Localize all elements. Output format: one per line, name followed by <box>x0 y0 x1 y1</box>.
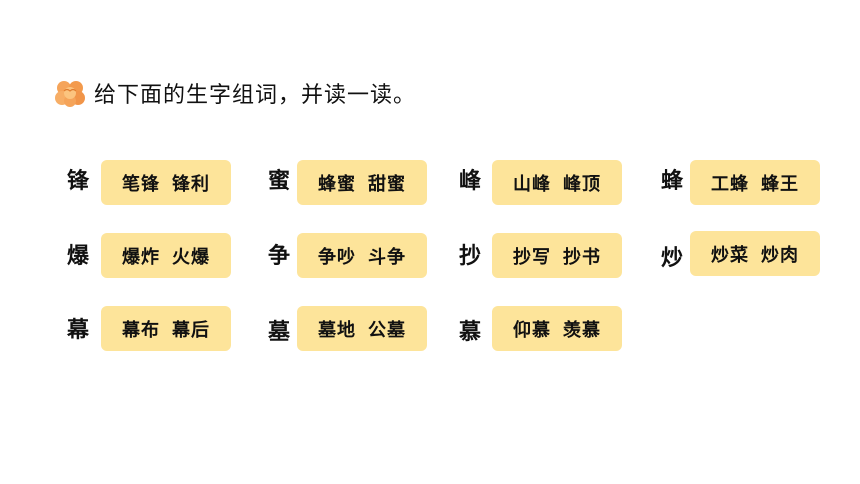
word: 斗争 <box>368 246 406 268</box>
flower-icon <box>55 81 85 107</box>
word: 争吵 <box>318 246 356 268</box>
char-label: 慕 <box>458 319 481 345</box>
word: 幕布 <box>122 319 160 341</box>
word-box: 山峰峰顶 <box>492 160 622 205</box>
char-label: 蜜 <box>267 168 290 194</box>
word-box: 墓地公墓 <box>297 306 427 351</box>
word: 峰顶 <box>563 173 601 195</box>
word: 幕后 <box>172 319 210 341</box>
word: 甜蜜 <box>368 173 406 195</box>
word: 公墓 <box>368 319 406 341</box>
word: 仰慕 <box>513 319 551 341</box>
char-label: 抄 <box>458 243 481 269</box>
word-box: 争吵斗争 <box>297 233 427 278</box>
word: 笔锋 <box>122 173 160 195</box>
char-label: 炒 <box>660 245 683 271</box>
char-label: 峰 <box>458 168 481 194</box>
word-box: 工蜂蜂王 <box>690 160 820 205</box>
word-box: 幕布幕后 <box>101 306 231 351</box>
word-box: 抄写抄书 <box>492 233 622 278</box>
word: 羡慕 <box>563 319 601 341</box>
word: 墓地 <box>318 319 356 341</box>
char-label: 争 <box>267 243 290 269</box>
char-label: 幕 <box>66 317 89 343</box>
word: 爆炸 <box>122 246 160 268</box>
instruction-text: 给下面的生字组词，并读一读。 <box>94 83 417 108</box>
word: 工蜂 <box>711 173 749 195</box>
word-box: 仰慕羡慕 <box>492 306 622 351</box>
word: 蜂王 <box>761 173 799 195</box>
word: 蜂蜜 <box>318 173 356 195</box>
word: 抄写 <box>513 246 551 268</box>
char-label: 墓 <box>267 319 290 345</box>
instruction-row: 给下面的生字组词，并读一读。 <box>54 76 416 110</box>
word: 火爆 <box>172 246 210 268</box>
word: 炒肉 <box>761 244 799 266</box>
word-box: 爆炸火爆 <box>101 233 231 278</box>
word: 抄书 <box>563 246 601 268</box>
word-box: 炒菜炒肉 <box>690 231 820 276</box>
char-label: 锋 <box>66 168 89 194</box>
word-box: 笔锋锋利 <box>101 160 231 205</box>
char-label: 爆 <box>66 243 89 269</box>
word: 炒菜 <box>711 244 749 266</box>
word: 山峰 <box>513 173 551 195</box>
word-box: 蜂蜜甜蜜 <box>297 160 427 205</box>
char-label: 蜂 <box>660 168 683 194</box>
word: 锋利 <box>172 173 210 195</box>
